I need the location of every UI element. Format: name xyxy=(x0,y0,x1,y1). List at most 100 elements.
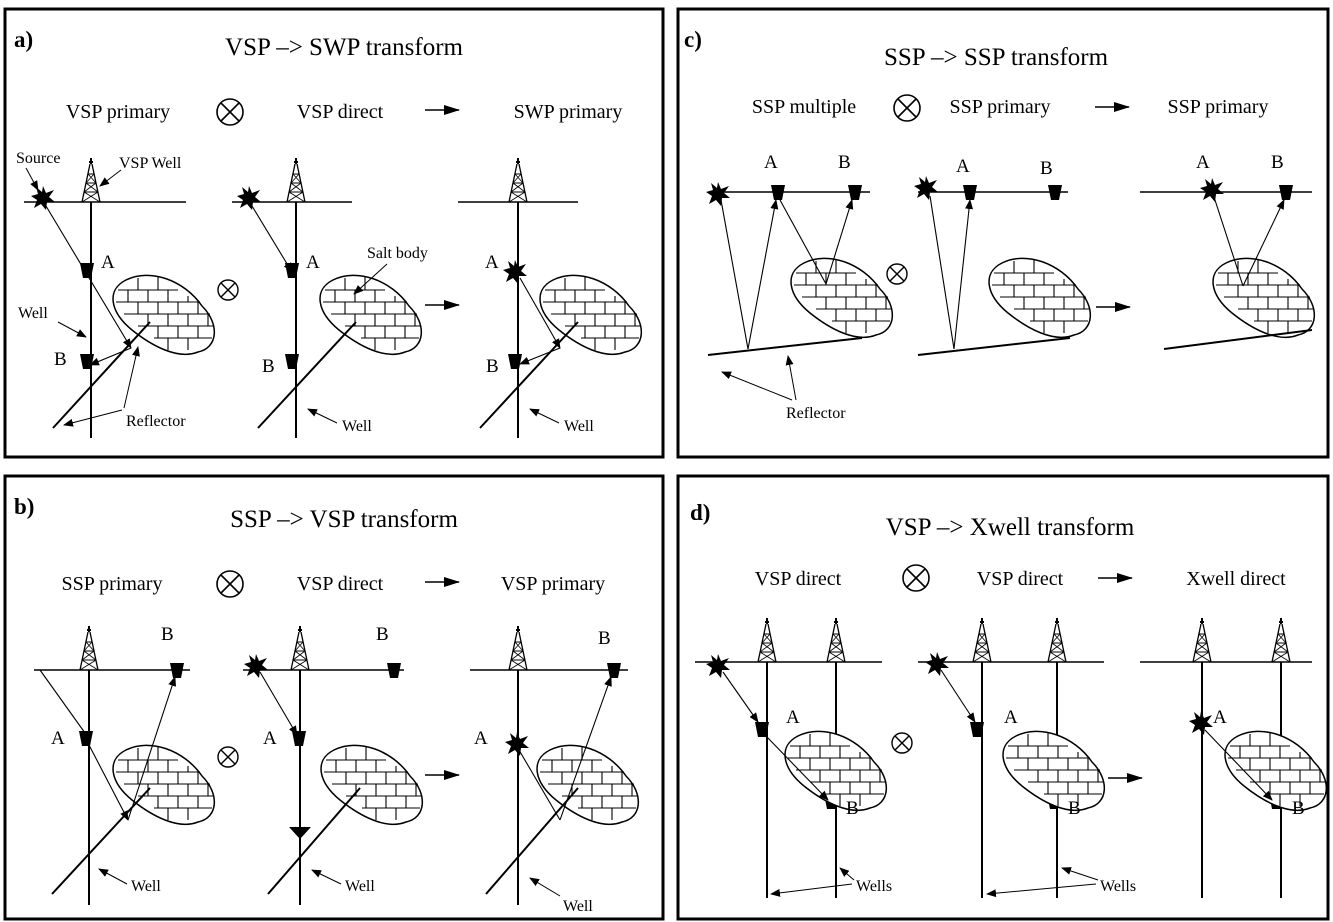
oil-rig-icon xyxy=(508,157,528,203)
source-icon xyxy=(31,186,55,210)
panel-b-tag: b) xyxy=(14,494,34,519)
label-well: Well xyxy=(345,878,375,895)
oil-rig-icon xyxy=(757,617,777,663)
panel-b-header-2: VSP direct xyxy=(297,573,384,595)
source-icon xyxy=(503,260,527,284)
otimes-icon xyxy=(217,279,239,301)
panel-b-title: SSP –> VSP transform xyxy=(230,506,458,533)
label-A: A xyxy=(101,252,115,273)
source-icon xyxy=(244,654,268,678)
panel-d-diagram-3: A B xyxy=(1140,617,1328,898)
panel-c-diagram-2: A B xyxy=(914,156,1092,356)
receiver-icon xyxy=(289,827,311,839)
panel-a: a) VSP –> SWP transform VSP primary VSP … xyxy=(3,7,665,459)
source-icon xyxy=(1200,178,1224,202)
label-B: B xyxy=(838,152,851,173)
oil-rig-icon xyxy=(1047,617,1067,663)
salt-body-icon xyxy=(320,744,424,826)
label-B: B xyxy=(1271,152,1284,173)
oil-rig-icon xyxy=(290,625,310,671)
label-well: Well xyxy=(131,878,161,895)
label-A: A xyxy=(263,728,277,749)
source-icon xyxy=(706,654,730,678)
panel-a-diagram-2: A B Salt body Well xyxy=(232,157,428,438)
label-A: A xyxy=(306,252,320,273)
panel-a-header-1: VSP primary xyxy=(66,101,170,123)
otimes-icon xyxy=(893,94,921,122)
label-wells: Wells xyxy=(856,878,892,895)
label-B: B xyxy=(1068,798,1081,819)
oil-rig-icon xyxy=(1271,617,1291,663)
label-well: Well xyxy=(342,418,372,435)
label-well: Well xyxy=(564,418,594,435)
panel-d-tag: d) xyxy=(690,500,710,525)
salt-body-icon xyxy=(536,744,640,826)
panel-d-header-2: VSP direct xyxy=(977,568,1064,590)
panel-a-frame xyxy=(3,7,665,459)
label-A: A xyxy=(764,152,778,173)
salt-body-icon xyxy=(539,274,643,356)
label-B: B xyxy=(846,798,859,819)
receiver-icon xyxy=(607,663,621,678)
oil-rig-icon xyxy=(1192,617,1212,663)
panel-a-diagram-3: A B Well xyxy=(458,157,643,438)
panel-b-header-3: VSP primary xyxy=(501,573,605,595)
panel-c-header-2: SSP primary xyxy=(950,96,1051,118)
label-vsp-well: VSP Well xyxy=(119,155,182,172)
otimes-icon xyxy=(902,564,930,592)
panel-b-frame xyxy=(3,474,665,921)
panel-a-diagram-1: A B Source VSP Well Well Reflector xyxy=(16,150,216,438)
oil-rig-icon xyxy=(972,617,992,663)
label-B: B xyxy=(1040,158,1053,179)
label-reflector: Reflector xyxy=(126,413,186,430)
salt-body-icon xyxy=(319,274,423,356)
panel-b-header-1: SSP primary xyxy=(62,573,163,595)
source-icon xyxy=(925,652,949,676)
panel-c-title: SSP –> SSP transform xyxy=(884,44,1109,71)
panel-c-frame xyxy=(676,7,1330,459)
panel-b: b) SSP –> VSP transform SSP primary VSP … xyxy=(3,474,665,921)
source-icon xyxy=(914,176,938,200)
label-B: B xyxy=(598,628,611,649)
oil-rig-icon xyxy=(286,157,306,203)
label-A: A xyxy=(956,156,970,177)
label-A: A xyxy=(1213,707,1227,728)
receiver-icon xyxy=(292,731,306,746)
label-B: B xyxy=(161,624,174,645)
receiver-icon xyxy=(771,185,785,200)
panel-c-diagram-1: A B Reflector xyxy=(706,152,894,422)
otimes-icon xyxy=(891,732,913,754)
label-A: A xyxy=(1004,707,1018,728)
oil-rig-icon xyxy=(508,625,528,671)
label-reflector: Reflector xyxy=(786,405,846,422)
label-well: Well xyxy=(563,898,593,915)
label-salt-body: Salt body xyxy=(367,245,428,262)
panel-d-diagram-2: A B Wells xyxy=(918,617,1136,898)
label-A: A xyxy=(474,728,488,749)
panel-c-header-1: SSP multiple xyxy=(752,96,856,118)
salt-body-icon xyxy=(1002,730,1106,812)
oil-rig-icon xyxy=(81,157,101,203)
label-A: A xyxy=(1196,152,1210,173)
oil-rig-icon xyxy=(79,625,99,671)
panel-d: d) VSP –> Xwell transform VSP direct VSP… xyxy=(676,474,1330,921)
salt-body-icon xyxy=(790,257,894,339)
label-B: B xyxy=(262,356,275,377)
label-A: A xyxy=(51,728,65,749)
panel-d-frame xyxy=(676,474,1330,921)
salt-body-icon xyxy=(988,257,1092,339)
panel-a-tag: a) xyxy=(14,27,33,52)
panel-a-header-3: SWP primary xyxy=(514,101,623,123)
otimes-icon xyxy=(216,98,244,126)
label-well: Well xyxy=(18,305,48,322)
label-B: B xyxy=(376,624,389,645)
panel-b-diagram-1: A B Well xyxy=(34,624,216,905)
label-wells: Wells xyxy=(1100,878,1136,895)
oil-rig-icon xyxy=(826,617,846,663)
panel-c-header-3: SSP primary xyxy=(1168,96,1269,118)
panel-d-diagram-1: A B Wells xyxy=(695,617,892,898)
panel-d-header-1: VSP direct xyxy=(755,568,842,590)
panel-d-title: VSP –> Xwell transform xyxy=(886,514,1135,541)
receiver-icon xyxy=(79,731,93,746)
